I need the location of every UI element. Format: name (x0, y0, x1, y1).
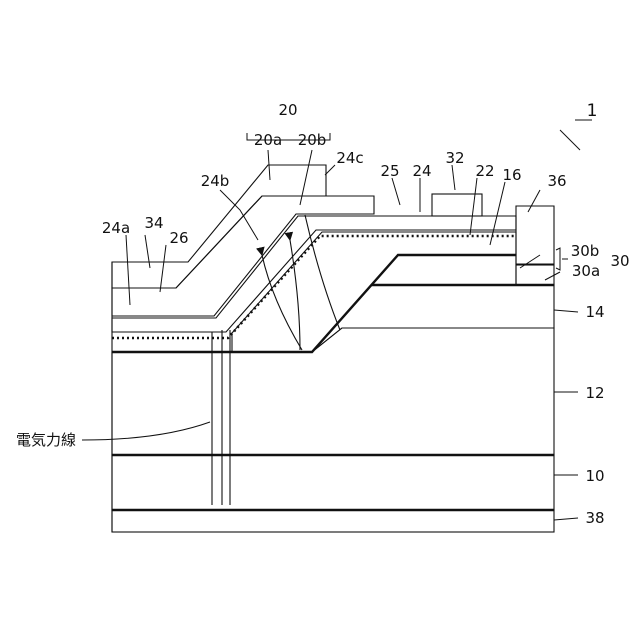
layer-38 (112, 510, 554, 532)
label-25: 25 (380, 162, 399, 180)
label-30b: 30b (571, 242, 600, 260)
label-24c: 24c (336, 149, 363, 167)
layer-14 (312, 285, 554, 352)
field-line-arc-2 (290, 240, 300, 350)
label-24b: 24b (201, 172, 230, 190)
label-device: 1 (587, 101, 598, 121)
label-16: 16 (502, 166, 521, 184)
label-30: 30 (610, 252, 629, 270)
layer-22 (232, 232, 516, 352)
label-20b: 20b (298, 131, 327, 149)
label-12: 12 (585, 384, 604, 402)
label-38: 38 (585, 509, 604, 527)
label-36: 36 (547, 172, 566, 190)
contact-36 (516, 206, 554, 264)
label-26: 26 (169, 229, 188, 247)
label-32: 32 (445, 149, 464, 167)
label-20a: 20a (254, 131, 282, 149)
layer-12 (112, 328, 554, 455)
label-field-lines: 電気力線 (16, 431, 76, 449)
label-24: 24 (412, 162, 431, 180)
label-24a: 24a (102, 219, 130, 237)
label-14: 14 (585, 303, 604, 321)
layer-10 (112, 455, 554, 510)
label-30a: 30a (572, 262, 600, 280)
label-20: 20 (278, 101, 297, 119)
label-10: 10 (585, 467, 604, 485)
label-22: 22 (475, 162, 494, 180)
label-34: 34 (144, 214, 163, 232)
layer-30a (516, 265, 554, 285)
